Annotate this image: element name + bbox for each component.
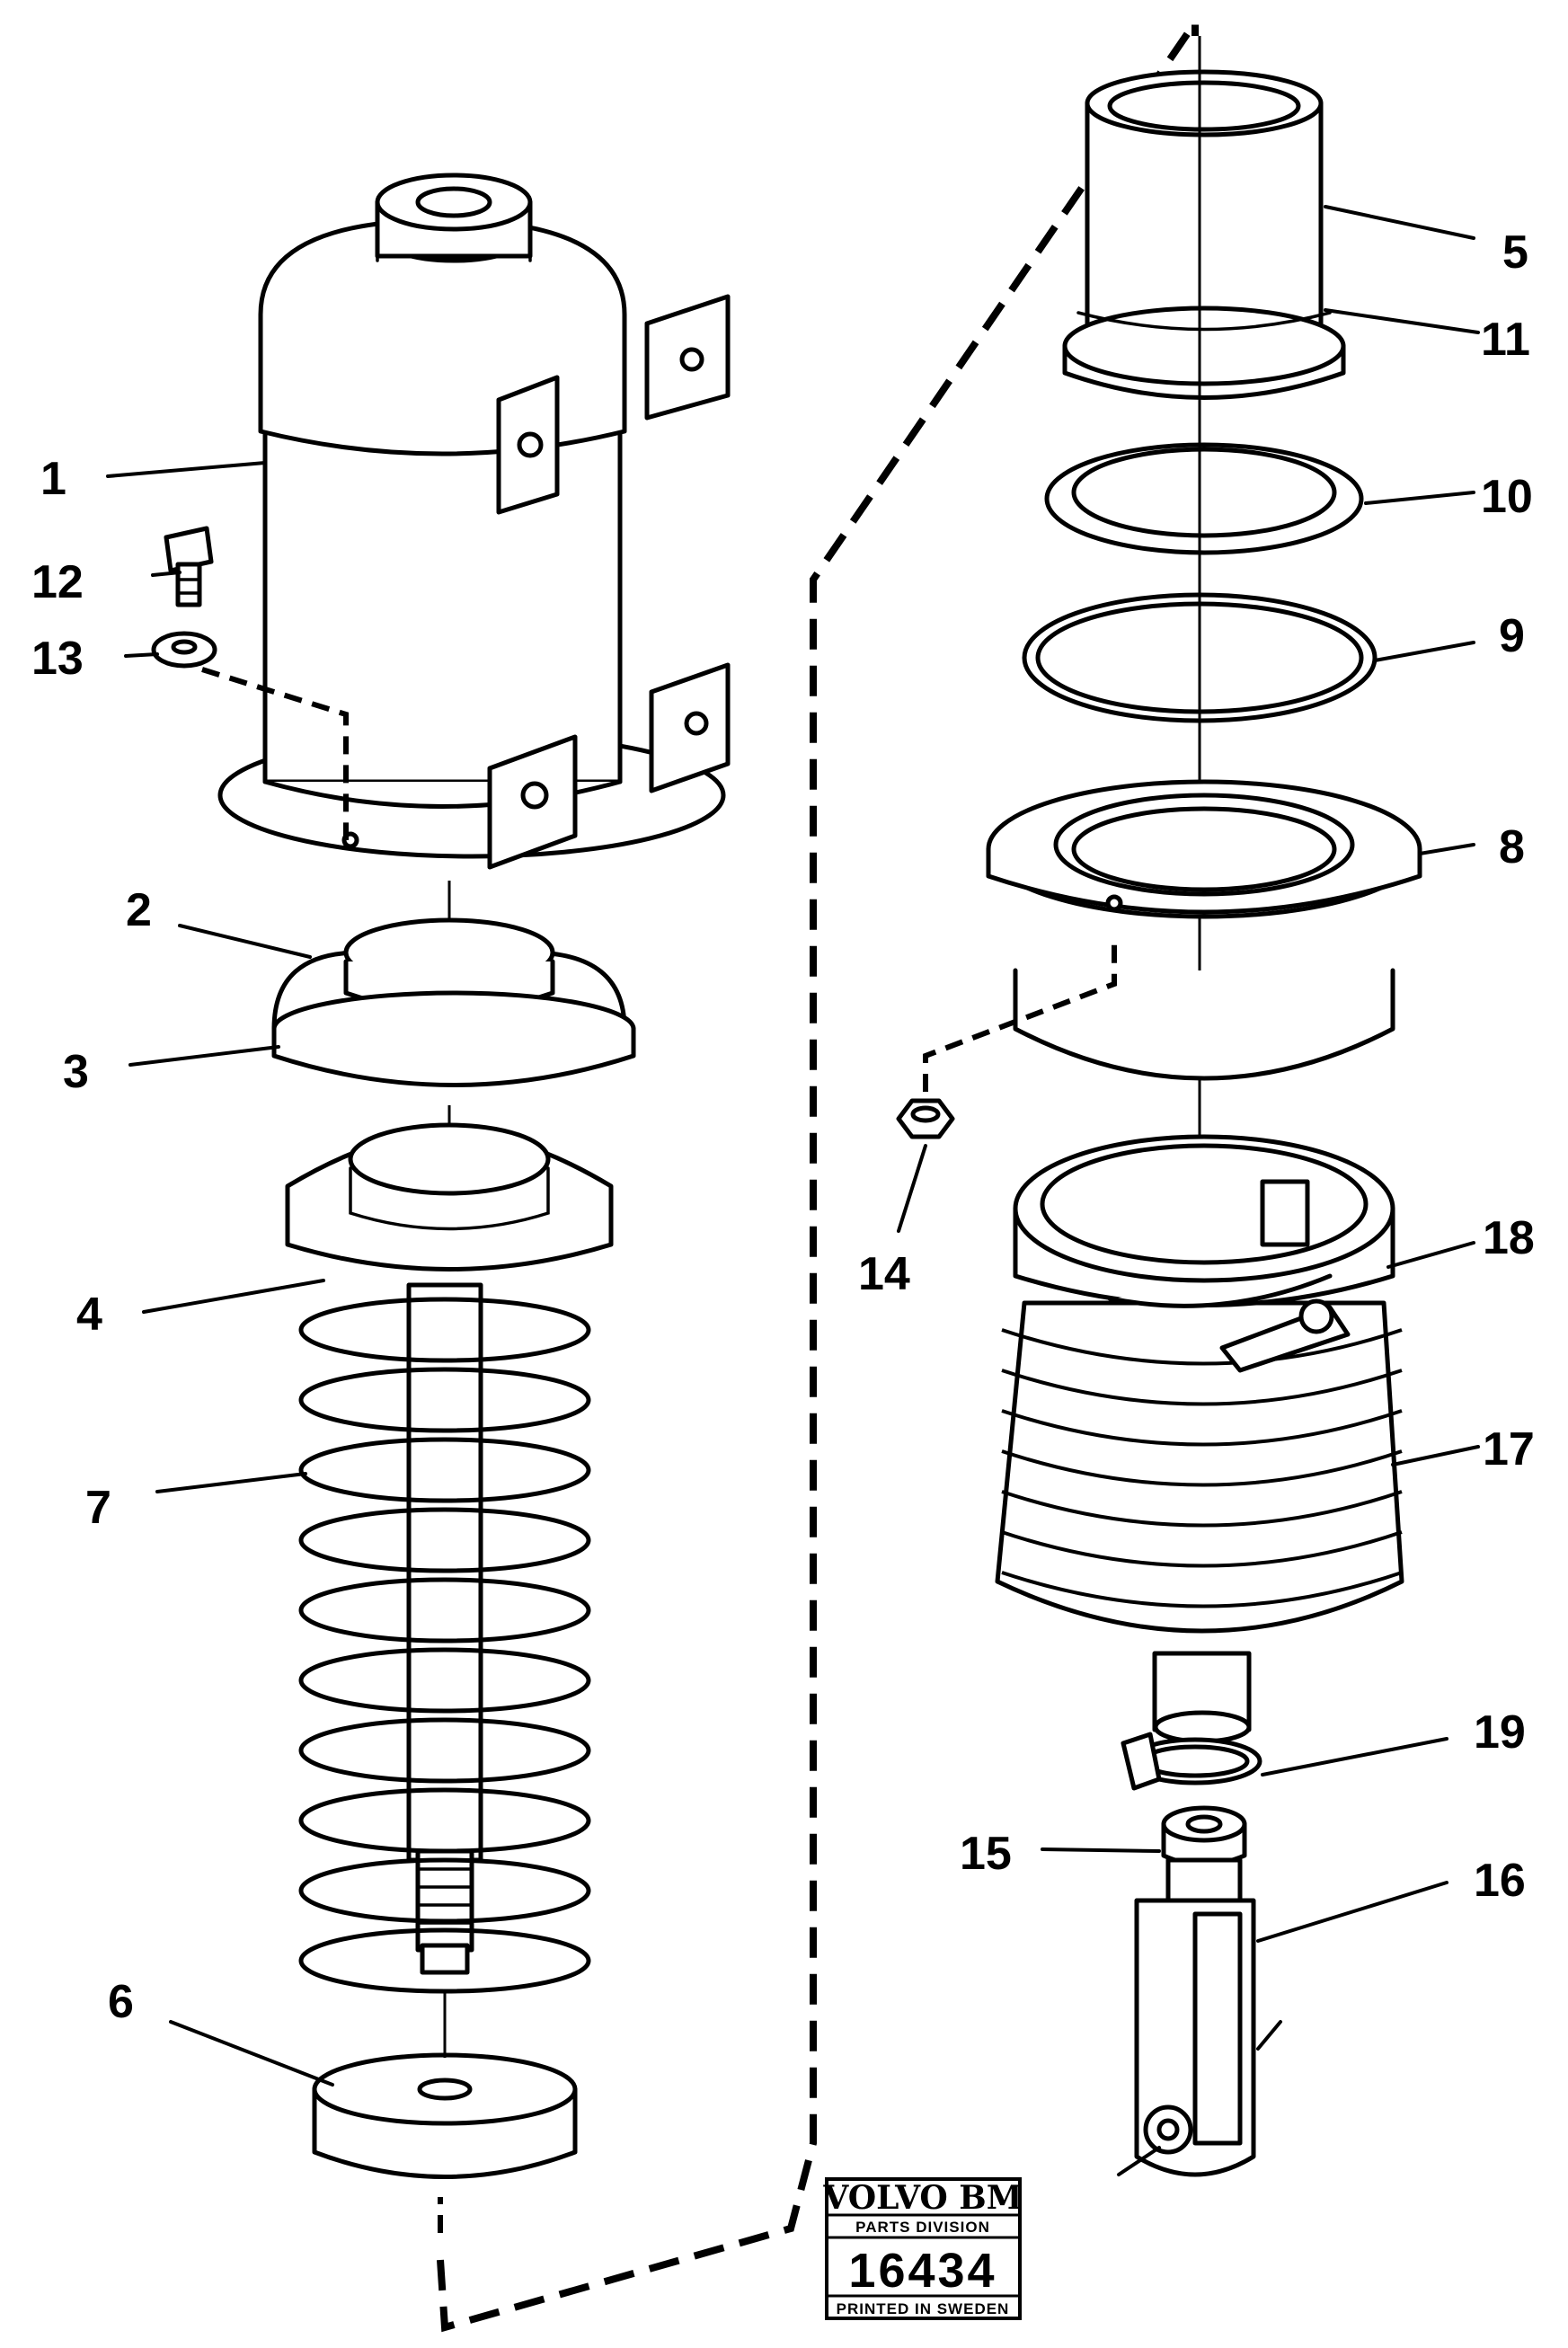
spring-coil (298, 1717, 591, 1784)
callout-12: 12 (31, 556, 84, 608)
spring-coil (298, 1367, 591, 1433)
callout-3: 3 (63, 1046, 89, 1098)
leader-lines (106, 205, 1480, 2176)
spring-coil (298, 1857, 591, 1924)
spring-coil (298, 1297, 591, 1363)
o-ring-part-11 (1062, 306, 1346, 400)
spring-part-7 (298, 1282, 591, 1994)
stamp-number: 16434 (848, 2244, 997, 2298)
callout-15: 15 (960, 1828, 1012, 1880)
bellows-rib (1001, 1490, 1403, 1528)
nut-to-flange-dashed-line (923, 944, 1117, 1092)
bellows-part-17 (995, 1300, 1404, 1744)
nut-part-15 (1161, 1805, 1247, 1867)
callout-10: 10 (1481, 471, 1533, 523)
ring-part-10 (1044, 442, 1364, 555)
spring-coils (298, 1297, 591, 1994)
clevis-part-16 (1134, 1857, 1256, 2177)
stamp-printed: PRINTED IN SWEDEN (837, 2300, 1010, 2317)
flange-part-8 (986, 779, 1422, 1081)
callout-18: 18 (1483, 1212, 1535, 1264)
washer-to-housing-dashed-line (201, 667, 349, 840)
stamp-division: PARTS DIVISION (855, 2219, 990, 2236)
callout-6: 6 (108, 1976, 134, 2028)
callout-13: 13 (31, 633, 84, 685)
bellows-rib (1001, 1328, 1403, 1366)
callout-1: 1 (40, 453, 66, 505)
callout-4: 4 (76, 1289, 102, 1341)
stamp-brand: VOLVO BM (822, 2179, 1022, 2217)
disc-part-6 (312, 2052, 578, 2179)
bellows-rib (1001, 1409, 1403, 1447)
clamp-part-18 (1013, 1134, 1395, 1373)
callout-19: 19 (1474, 1706, 1526, 1759)
bolt-part-12 (164, 526, 214, 607)
hose-clamp-part-19 (1121, 1732, 1262, 1791)
nut-part-14 (896, 1098, 955, 1139)
bellows-rib (1001, 1449, 1403, 1487)
bellows-ribs (1001, 1328, 1403, 1608)
spring-coil (298, 1577, 591, 1644)
callout-11: 11 (1481, 314, 1530, 366)
callout-5: 5 (1502, 226, 1528, 279)
callout-16: 16 (1474, 1855, 1526, 1907)
housing-part-1 (217, 173, 731, 870)
bellows-rib (1001, 1369, 1403, 1406)
spring-coil (298, 1437, 591, 1503)
callout-numbers: 1 2 3 4 5 6 7 8 9 10 11 12 13 14 15 16 1… (31, 226, 1535, 2028)
volvo-bm-parts-stamp: VOLVO BM PARTS DIVISION 16434 PRINTED IN… (822, 2177, 1023, 2320)
spring-coil (298, 1787, 591, 1854)
callout-8: 8 (1499, 821, 1525, 873)
callout-17: 17 (1483, 1423, 1535, 1475)
bellows-rib (1001, 1571, 1403, 1608)
callout-2: 2 (126, 884, 152, 936)
bellows-rib (1001, 1530, 1403, 1568)
ring-part-3 (271, 990, 636, 1087)
washer-part-13 (151, 631, 217, 669)
callout-14: 14 (858, 1248, 910, 1300)
spring-coil (298, 1647, 591, 1714)
spring-seat-part-4 (285, 1122, 614, 1271)
callout-9: 9 (1499, 610, 1525, 662)
callout-7: 7 (85, 1482, 111, 1534)
assembly-connection-dashed-line (437, 11, 1199, 2333)
spring-coil (298, 1507, 591, 1573)
